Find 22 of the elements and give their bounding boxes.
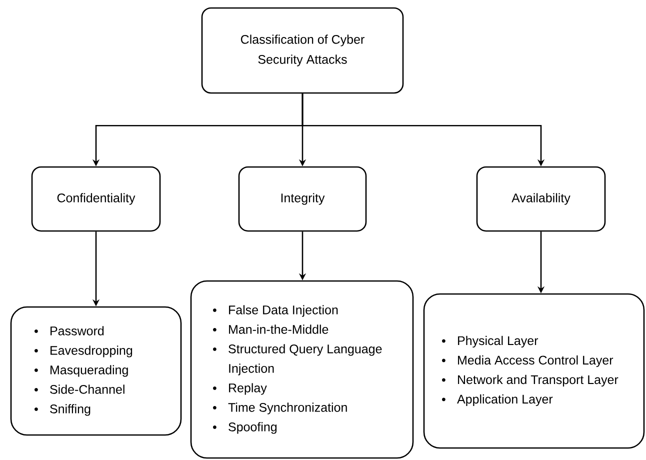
list-item: Replay bbox=[229, 383, 267, 395]
list-item: Sniffing bbox=[50, 404, 90, 416]
category-box: Confidentiality bbox=[31, 166, 161, 232]
list-item: False Data Injection bbox=[229, 305, 338, 317]
root-box: Classification of Cyber Security Attacks bbox=[201, 7, 404, 94]
list-item: Spoofing bbox=[228, 422, 277, 434]
list-item: Physical Layer bbox=[458, 336, 538, 348]
category-box: Integrity bbox=[238, 166, 367, 232]
attack-list-box bbox=[10, 306, 182, 436]
list-item: Application Layer bbox=[457, 394, 553, 406]
list-item: Network and Transport Layer bbox=[458, 374, 618, 387]
category-box: Availability bbox=[476, 166, 606, 232]
attack-list-box bbox=[423, 293, 645, 449]
list-item: Time Synchronization bbox=[228, 402, 347, 414]
list-item: Masquerading bbox=[50, 365, 128, 377]
list-item: Password bbox=[50, 326, 104, 336]
list-item: Media Access Control Layer bbox=[458, 355, 614, 368]
list-item: Side-Channel bbox=[50, 384, 124, 394]
list-item: Eavesdropping bbox=[50, 346, 132, 358]
list-item: Man-in-the-Middle bbox=[229, 324, 328, 334]
attack-list-box bbox=[190, 280, 414, 459]
list-item: Structured Query Language Injection bbox=[228, 344, 382, 376]
